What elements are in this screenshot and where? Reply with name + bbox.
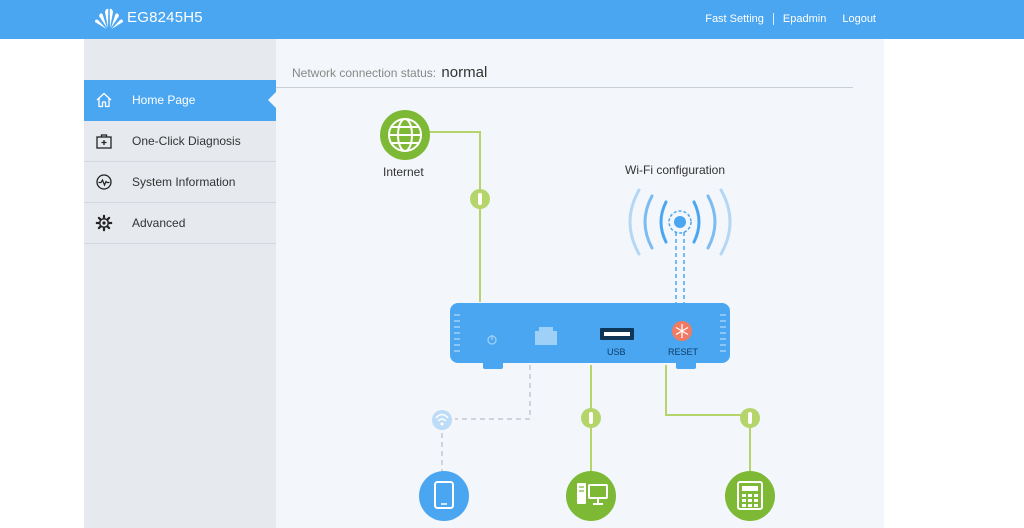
usb-label: USB	[607, 347, 626, 357]
top-bar: EG8245H5 Fast Setting Epadmin Logout	[0, 0, 1024, 39]
gear-icon	[94, 213, 114, 233]
wifi-signal-icon[interactable]	[628, 188, 732, 256]
status-label: Network connection status:	[292, 66, 437, 80]
main-content: Network connection status: normal	[276, 39, 884, 528]
link-badge-internet	[470, 189, 490, 209]
sidebar: Home Page One-Click Diagnosis System Inf…	[84, 39, 277, 528]
sidebar-item-diagnosis[interactable]: One-Click Diagnosis	[84, 121, 276, 162]
sidebar-item-home[interactable]: Home Page	[84, 80, 277, 121]
medical-kit-icon	[94, 131, 114, 151]
device-model: EG8245H5	[127, 9, 203, 26]
link-badge-phone	[740, 408, 760, 428]
nav-divider	[772, 13, 774, 25]
sidebar-item-system-information[interactable]: System Information	[84, 162, 276, 203]
router-device: USB RESET	[450, 303, 730, 369]
sidebar-menu: Home Page One-Click Diagnosis System Inf…	[84, 80, 277, 244]
link-badge-pc	[581, 408, 601, 428]
active-indicator	[268, 91, 277, 109]
status-value: normal	[441, 64, 488, 81]
usb-port-icon	[600, 328, 634, 340]
user-link[interactable]: Epadmin	[782, 13, 827, 25]
sidebar-item-label: Advanced	[132, 216, 186, 230]
telephone-device-icon[interactable]	[725, 471, 775, 521]
wifi-configuration-label[interactable]: Wi-Fi configuration	[625, 163, 725, 177]
status-divider	[276, 87, 853, 88]
wireless-client-badge-icon	[432, 410, 452, 430]
power-icon	[487, 335, 497, 345]
sidebar-item-label: System Information	[132, 175, 236, 189]
sidebar-item-label: One-Click Diagnosis	[132, 134, 241, 148]
fast-setting-link[interactable]: Fast Setting	[705, 13, 764, 25]
home-icon	[94, 90, 114, 110]
tablet-device-icon[interactable]	[419, 471, 469, 521]
internet-label: Internet	[383, 165, 424, 179]
sidebar-item-label: Home Page	[132, 93, 196, 107]
ethernet-port-icon	[535, 327, 557, 345]
computer-device-icon[interactable]	[566, 471, 616, 521]
reset-button-icon[interactable]	[672, 321, 692, 341]
network-topology-diagram: Internet Wi-Fi configuration	[380, 110, 775, 521]
huawei-logo-icon	[95, 8, 123, 29]
network-status: Network connection status: normal	[292, 64, 487, 81]
reset-label: RESET	[668, 347, 699, 357]
pulse-icon	[94, 172, 114, 192]
internet-globe-icon[interactable]	[380, 110, 430, 160]
sidebar-item-advanced[interactable]: Advanced	[84, 203, 276, 244]
logout-link[interactable]: Logout	[842, 13, 876, 25]
top-nav: Fast Setting Epadmin Logout	[705, 13, 876, 25]
